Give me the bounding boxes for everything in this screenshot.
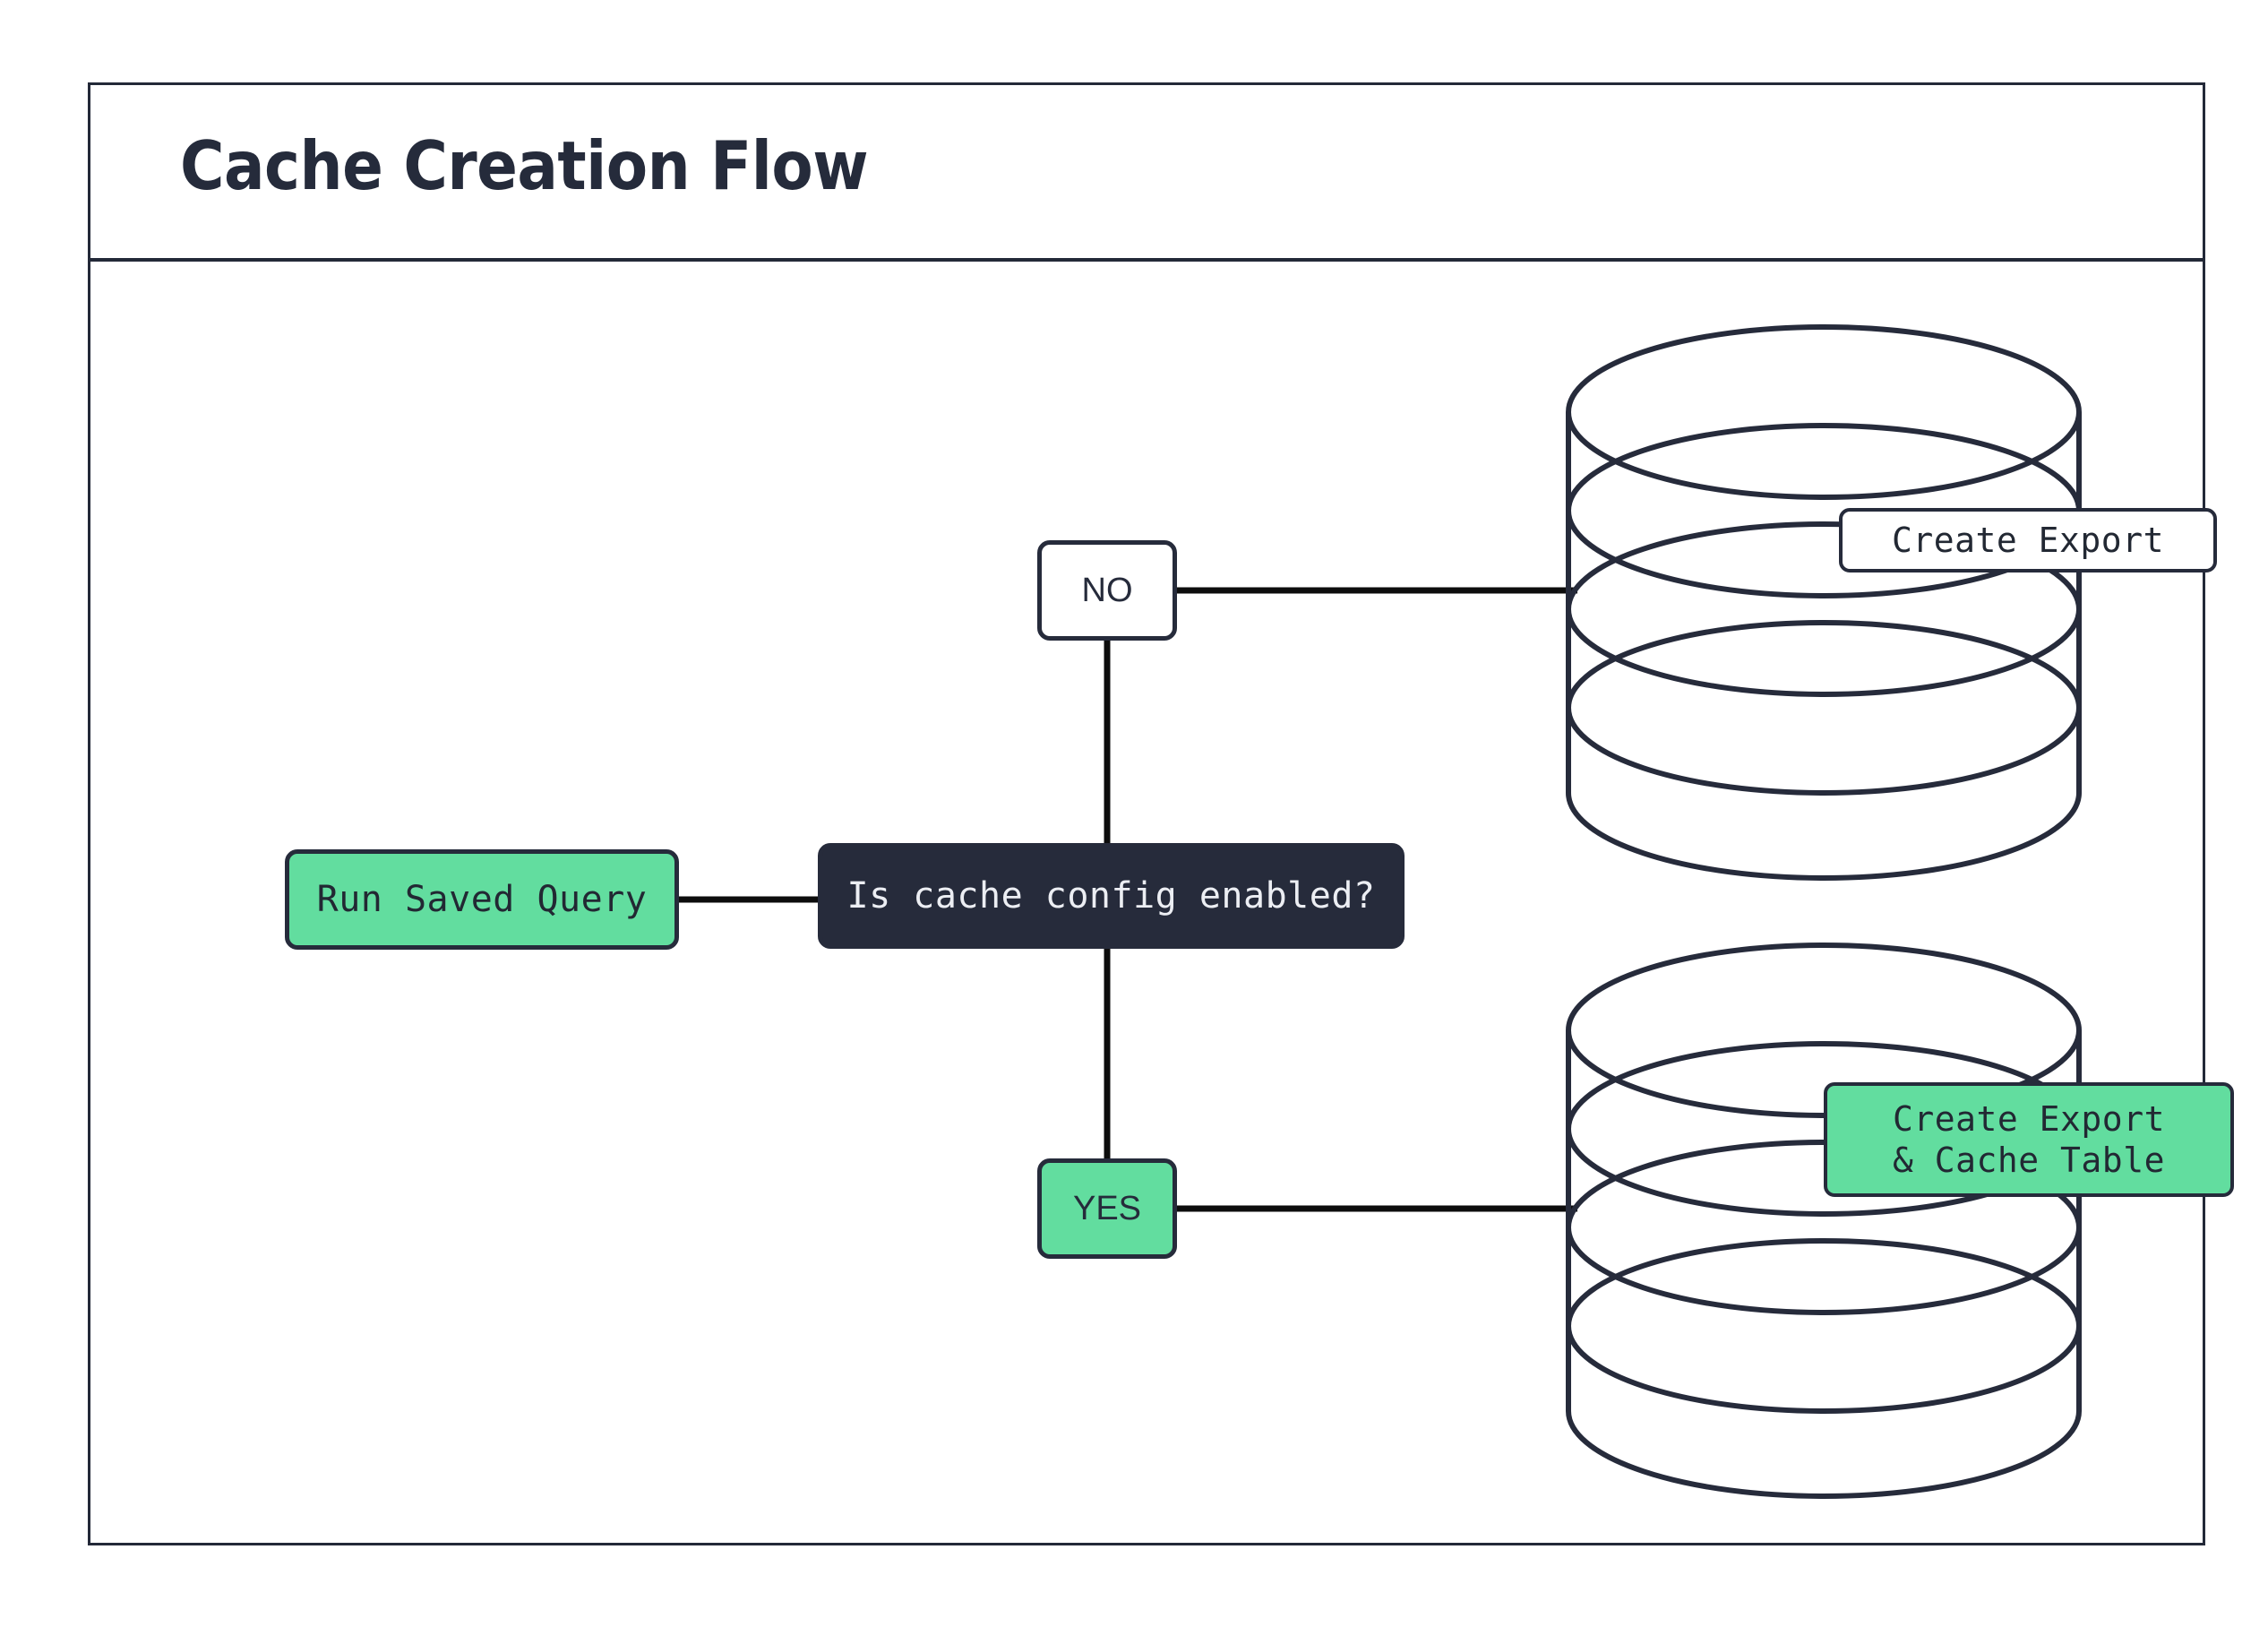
database-cylinder-top xyxy=(1566,324,2082,881)
node-create-export[interactable]: Create Export xyxy=(1839,508,2217,572)
db-bottom-body xyxy=(1566,1030,2082,1499)
db-top-body xyxy=(1566,412,2082,881)
diagram-frame: Cache Creation Flow xyxy=(88,82,2234,1548)
connector-group xyxy=(679,587,1577,1212)
edge-label-yes[interactable]: YES xyxy=(1037,1158,1177,1259)
page-title: Cache Creation Flow xyxy=(180,126,869,205)
node-is-cache-config-enabled[interactable]: Is cache config enabled? xyxy=(818,843,1405,949)
edge-label-no[interactable]: NO xyxy=(1037,540,1177,641)
node-create-export-and-cache-table[interactable]: Create Export & Cache Table xyxy=(1824,1082,2234,1197)
db-bottom-disk-4 xyxy=(1566,1238,2082,1414)
node-run-saved-query[interactable]: Run Saved Query xyxy=(285,849,679,950)
db-top-disk-4 xyxy=(1566,620,2082,796)
db-top-disk-1 xyxy=(1566,324,2082,500)
flowchart-area: Run Saved Query Is cache config enabled?… xyxy=(90,85,2234,1548)
db-top-disk-3 xyxy=(1566,521,2082,697)
database-cylinder-bottom xyxy=(1566,943,2082,1499)
diagram-title-bar: Cache Creation Flow xyxy=(90,85,2203,262)
flowchart-vector-layer xyxy=(679,324,2082,1499)
